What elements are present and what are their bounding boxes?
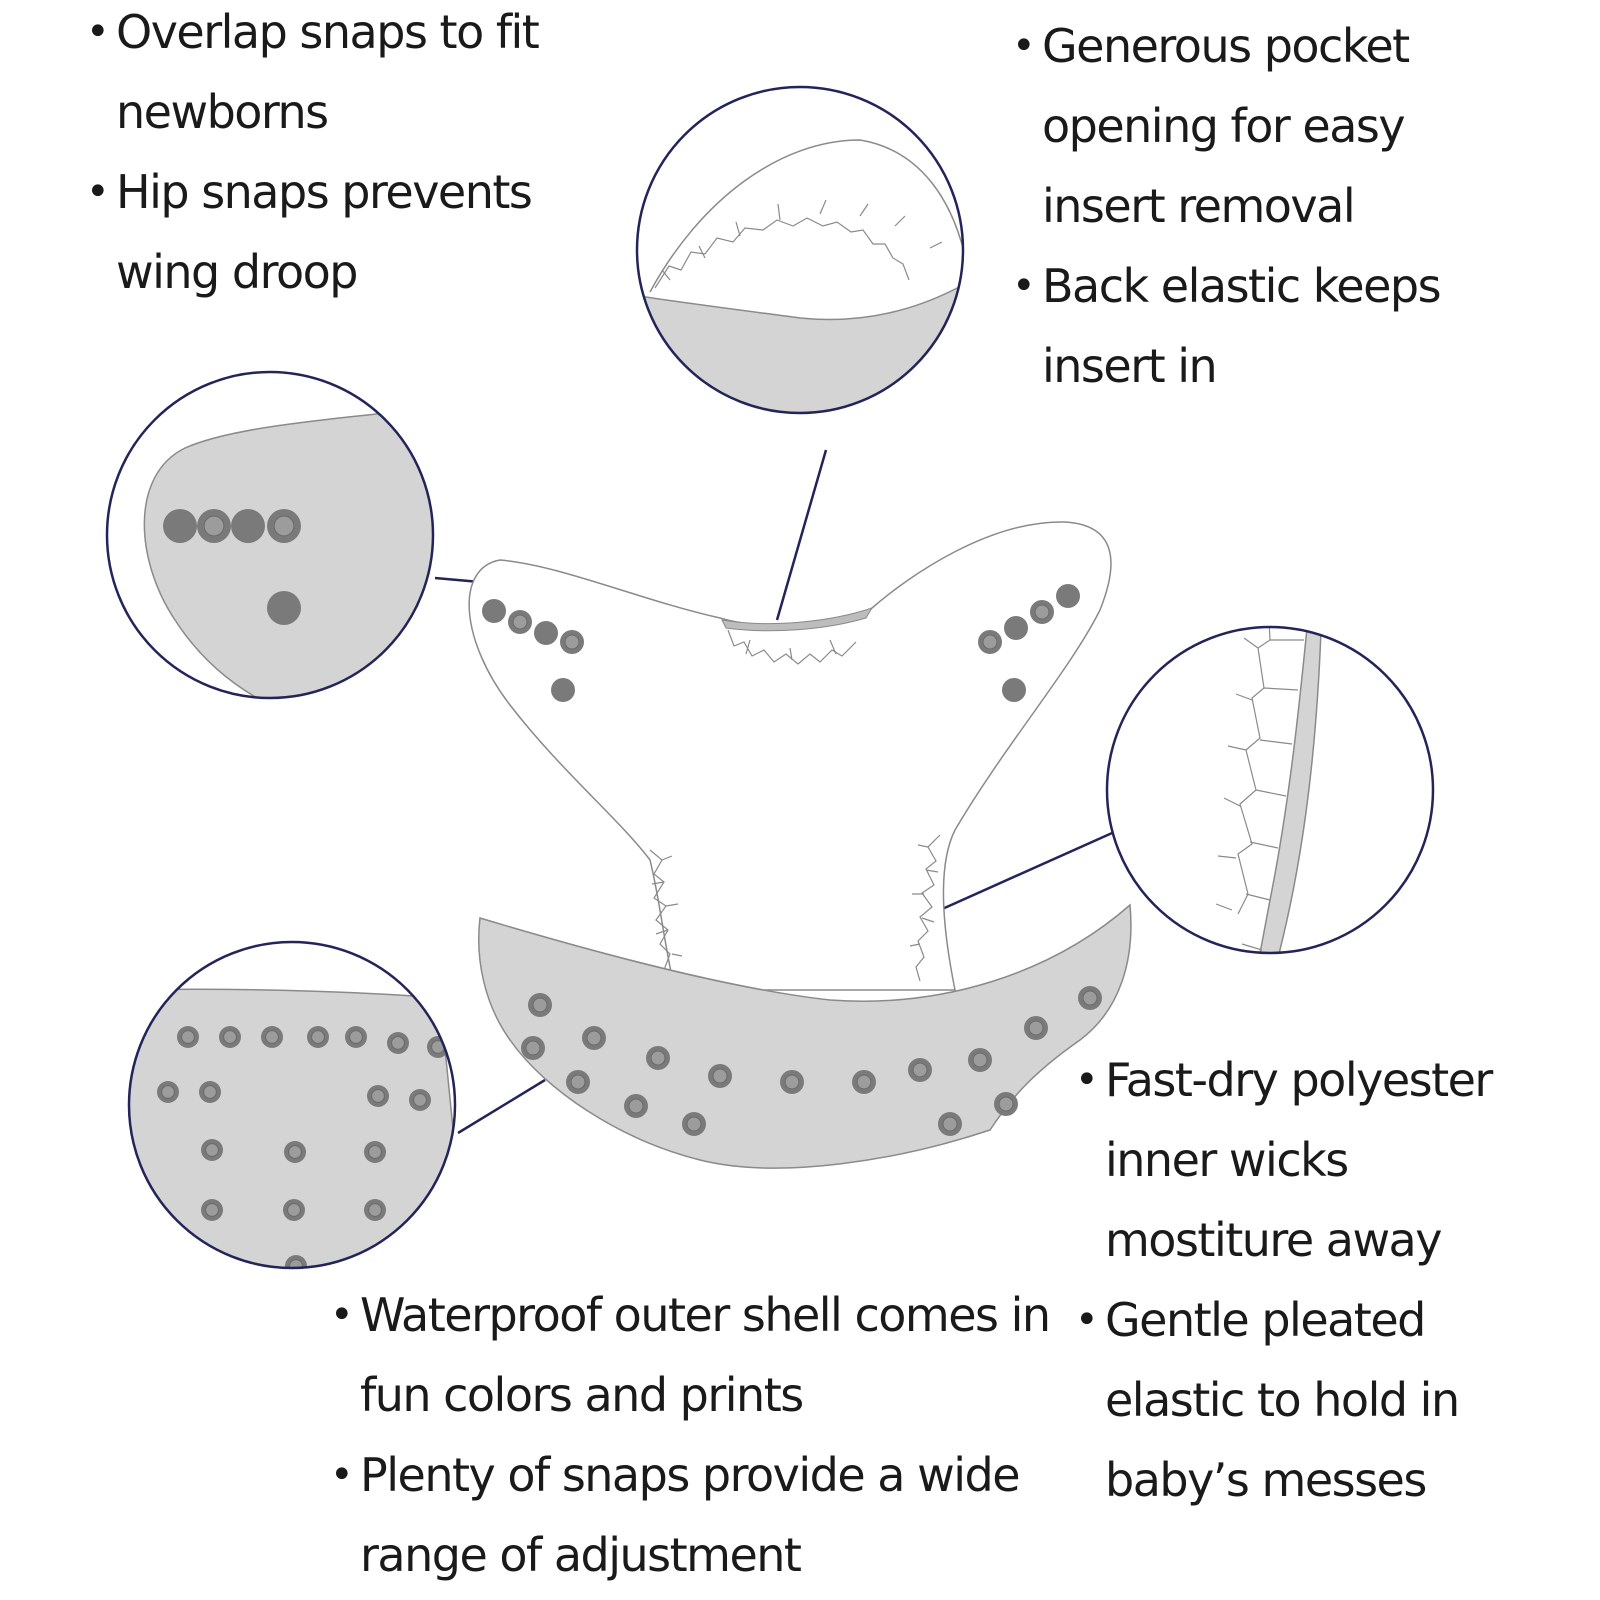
snap: [1030, 600, 1054, 624]
snap: [197, 509, 231, 543]
snap: [534, 621, 558, 645]
snap: [365, 1251, 387, 1268]
snap: [201, 1139, 223, 1161]
pocket-elastic: [727, 629, 857, 665]
snap: [852, 1070, 876, 1094]
snap: [201, 1199, 223, 1221]
snap: [307, 1026, 329, 1048]
snap: [551, 678, 575, 702]
diaper-back-panel: [468, 521, 1112, 991]
snap: [1024, 1016, 1048, 1040]
left-leg-elastic: [649, 849, 683, 995]
elastic-ruffle: [1215, 627, 1304, 951]
snap: [163, 509, 197, 543]
snap: [427, 1036, 449, 1058]
note-bottom-left: Waterproof outer shell comes in fun colo…: [330, 1275, 1051, 1595]
note-top-left: Overlap snaps to fit newborns Hip snaps …: [86, 0, 646, 312]
snap: [566, 1070, 590, 1094]
snap: [157, 1081, 179, 1103]
snap: [1002, 678, 1026, 702]
snap: [203, 1254, 225, 1268]
snap: [780, 1070, 804, 1094]
snap: [364, 1199, 386, 1221]
snap: [1056, 584, 1080, 608]
snap: [521, 1036, 545, 1060]
right-leg-elastic: [909, 834, 941, 982]
elastic-strip: [1254, 627, 1323, 953]
connector-lines: [434, 449, 1131, 1135]
snap: [267, 509, 301, 543]
detail-circle-front-snaps: [127, 940, 457, 1270]
snap: [708, 1064, 732, 1088]
snap: [367, 1085, 389, 1107]
note-top-right: Generous pocket opening for easy insert …: [1012, 6, 1462, 406]
snap: [560, 630, 584, 654]
connector-bottom: [457, 1078, 546, 1135]
snap: [387, 1032, 409, 1054]
note-waterproof-shell: Waterproof outer shell comes in fun colo…: [330, 1275, 1051, 1435]
connector-top: [775, 449, 828, 621]
note-pocket-opening: Generous pocket opening for easy insert …: [1012, 6, 1462, 246]
snap: [528, 993, 552, 1017]
note-bottom-right: Fast-dry polyester inner wicks mostiture…: [1075, 1040, 1545, 1520]
snap: [283, 1199, 305, 1221]
connector-left: [434, 576, 481, 584]
pocket-ruffle: [654, 199, 943, 289]
snap: [1078, 986, 1102, 1010]
note-plenty-of-snaps: Plenty of snaps provide a wide range of …: [330, 1435, 1050, 1595]
diaper-illustration: [468, 521, 1132, 1169]
snap: [219, 1026, 241, 1048]
snap: [938, 1112, 962, 1136]
snap: [482, 599, 506, 623]
hip-snaps: [163, 509, 301, 625]
snap: [285, 1255, 307, 1268]
wing-detail-fill: [143, 399, 433, 698]
detail-circle-hip-snaps: [105, 370, 435, 700]
snap: [968, 1048, 992, 1072]
snap: [994, 1092, 1018, 1116]
snap: [284, 1141, 306, 1163]
snap: [409, 1089, 431, 1111]
diaper-snaps: [482, 584, 1102, 1136]
snap: [978, 630, 1002, 654]
snap: [624, 1094, 648, 1118]
snap: [682, 1112, 706, 1136]
pocket-edge-line: [649, 139, 963, 293]
snap: [267, 591, 301, 625]
pocket-opening: [721, 607, 874, 632]
snap: [1004, 616, 1028, 640]
snap: [646, 1046, 670, 1070]
snap: [261, 1026, 283, 1048]
note-fast-dry-inner: Fast-dry polyester inner wicks mostiture…: [1075, 1040, 1545, 1280]
snap: [908, 1058, 932, 1082]
detail-circle-pocket: [635, 85, 965, 415]
snap: [199, 1081, 221, 1103]
detail-circle-leg-elastic: [1105, 625, 1435, 955]
snap: [345, 1026, 367, 1048]
snap: [582, 1026, 606, 1050]
connector-right: [939, 823, 1131, 912]
snap: [364, 1141, 386, 1163]
note-hip-snaps: Hip snaps prevents wing droop: [86, 152, 646, 312]
note-pleated-elastic: Gentle pleated elastic to hold in baby’s…: [1075, 1280, 1545, 1520]
snap: [508, 610, 532, 634]
snap: [231, 509, 265, 543]
snap: [177, 1026, 199, 1048]
note-back-elastic: Back elastic keeps insert in: [1012, 246, 1462, 406]
note-overlap-snaps: Overlap snaps to fit newborns: [86, 0, 646, 152]
